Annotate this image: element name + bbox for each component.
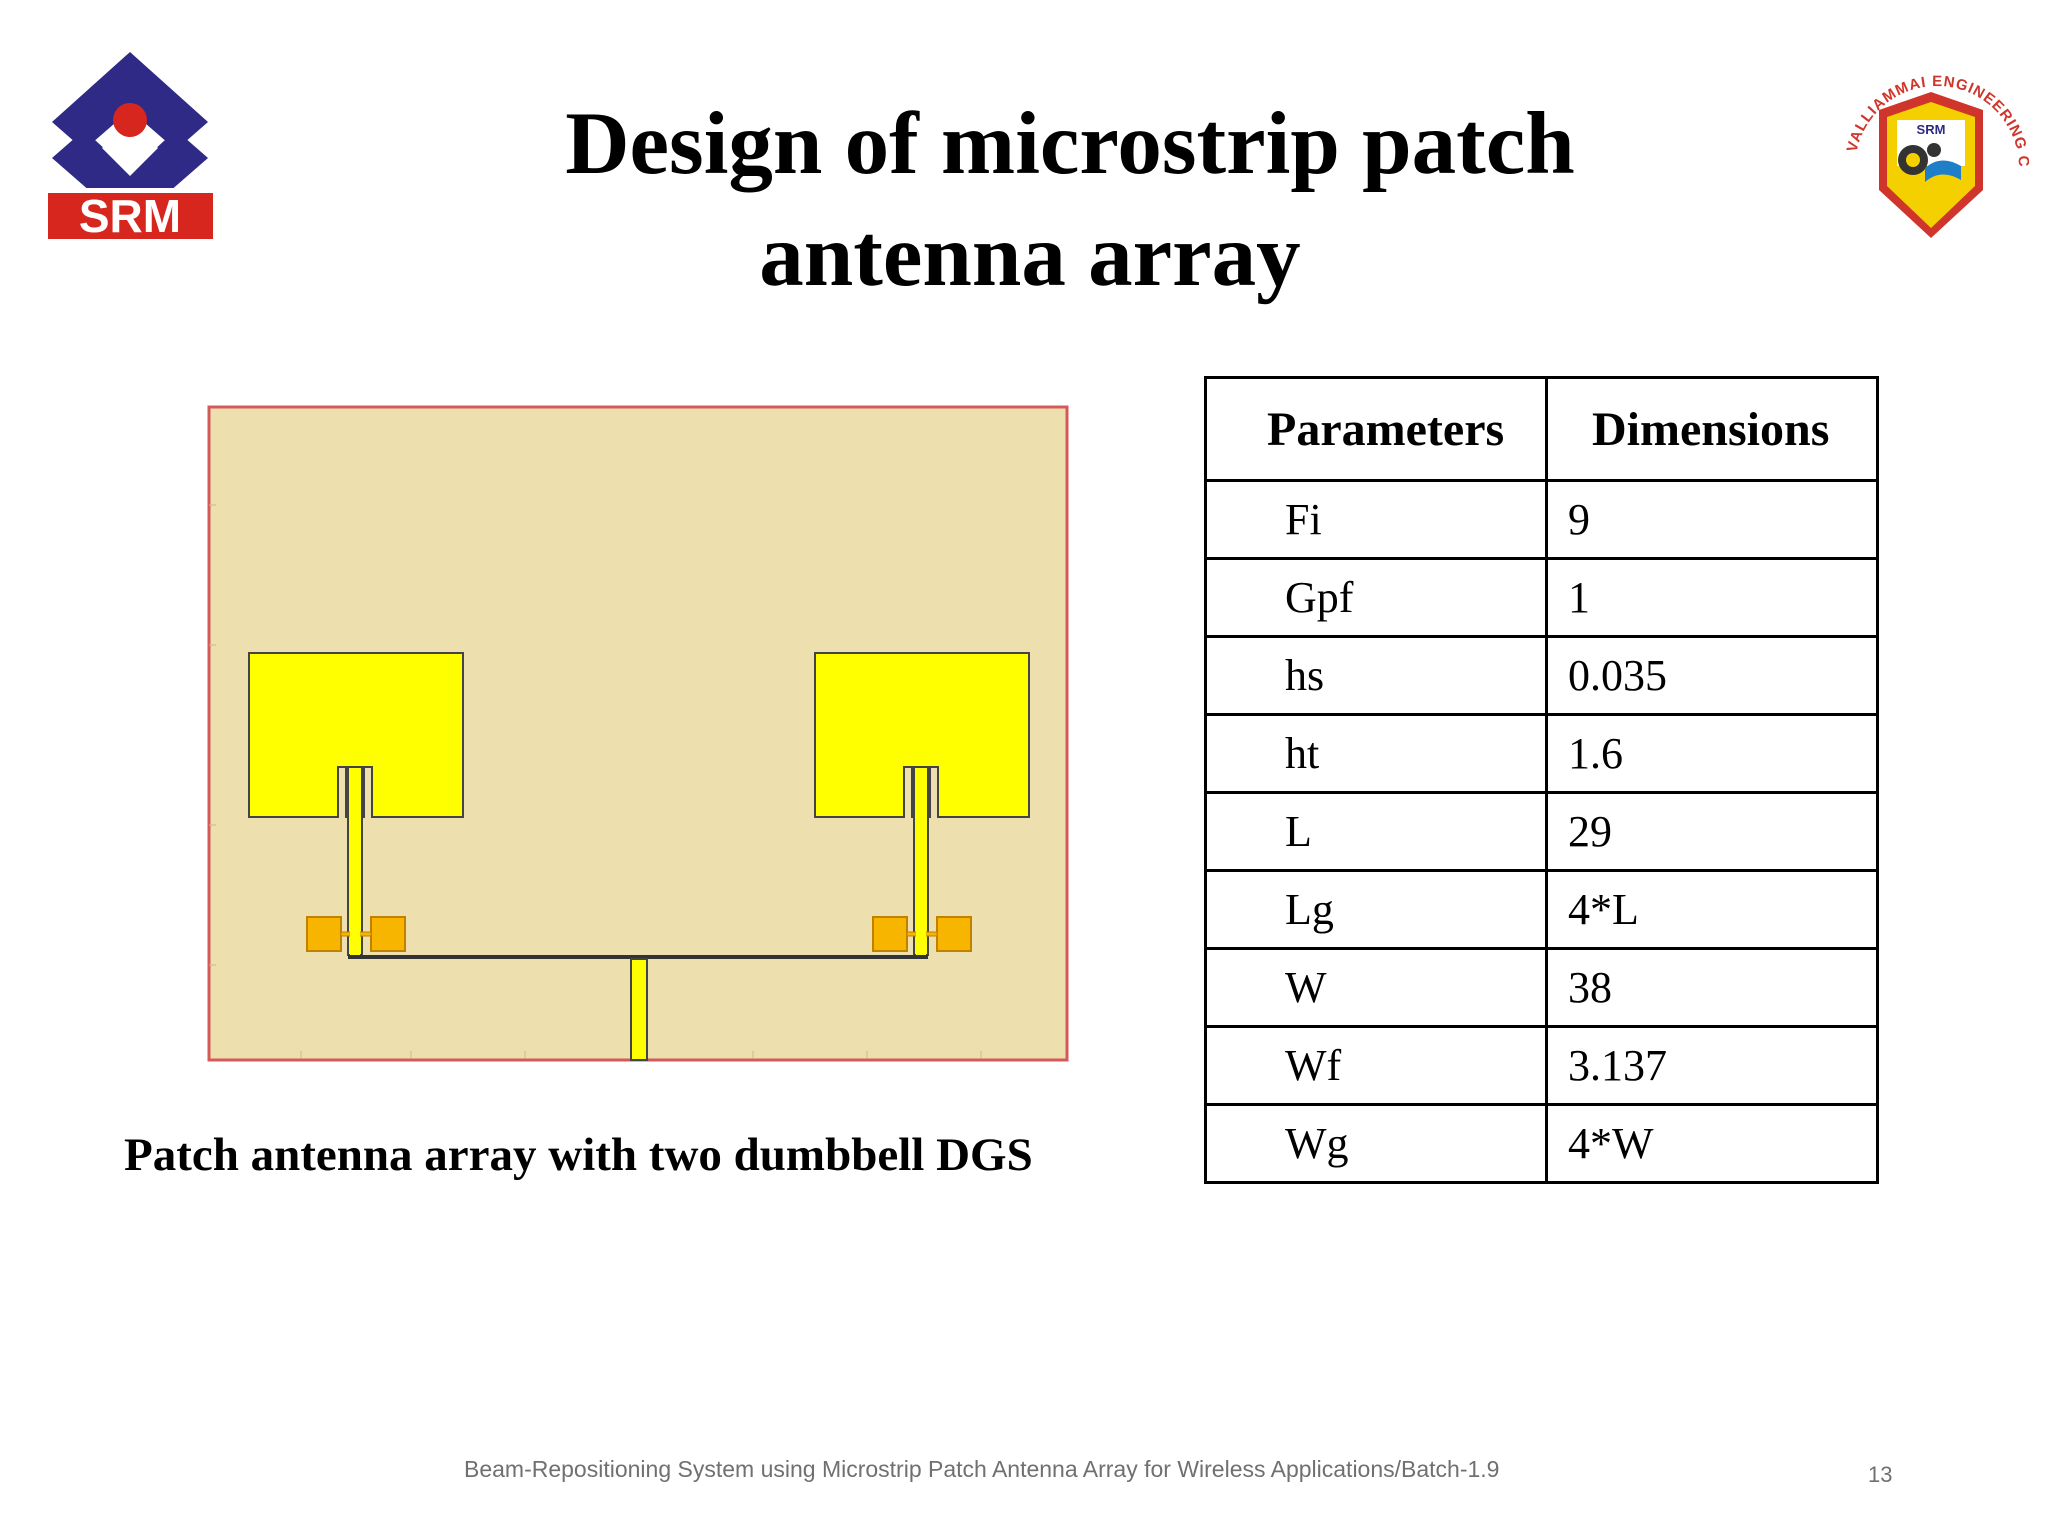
- left-patch: [248, 652, 464, 818]
- table-row: Fi 9: [1204, 479, 1879, 560]
- table-row: W 38: [1204, 947, 1879, 1028]
- dimension-cell: 4*W: [1545, 1103, 1879, 1184]
- dimension-cell: 1: [1545, 557, 1879, 638]
- parameter-cell: L: [1204, 791, 1548, 872]
- page-number: 13: [1868, 1462, 1893, 1487]
- dimension-cell: 38: [1545, 947, 1879, 1028]
- parameter-cell: Fi: [1204, 479, 1548, 560]
- column-header-parameters: Parameters: [1204, 376, 1548, 482]
- page-title: Design of microstrip patch antenna array: [420, 88, 1700, 312]
- parameter-cell: Lg: [1204, 869, 1548, 950]
- slide-footer: Beam-Repositioning System using Microstr…: [464, 1456, 1500, 1482]
- table-row: L 29: [1204, 791, 1879, 872]
- table-row: Gpf 1: [1204, 557, 1879, 638]
- parameter-cell: ht: [1204, 713, 1548, 794]
- title-line-2: antenna array: [759, 207, 1301, 305]
- left-dumbbell-dgs: [306, 916, 406, 952]
- parameter-cell: Gpf: [1204, 557, 1548, 638]
- main-feed-line: [630, 958, 648, 1061]
- dimension-cell: 0.035: [1545, 635, 1879, 716]
- table-row: hs 0.035: [1204, 635, 1879, 716]
- dimension-cell: 9: [1545, 479, 1879, 560]
- dimension-cell: 3.137: [1545, 1025, 1879, 1106]
- parameter-cell: W: [1204, 947, 1548, 1028]
- parameter-cell: Wf: [1204, 1025, 1548, 1106]
- table-row: Wf 3.137: [1204, 1025, 1879, 1106]
- column-header-dimensions: Dimensions: [1545, 376, 1879, 482]
- table-row: Wg 4*W: [1204, 1103, 1879, 1184]
- table-header-row: Parameters Dimensions: [1204, 376, 1879, 482]
- college-logo: VALLIAMMAI ENGINEERING COLLEGE SRM: [1833, 48, 2029, 238]
- figure-caption: Patch antenna array with two dumbbell DG…: [124, 1129, 1033, 1181]
- right-patch: [814, 652, 1030, 818]
- dimension-cell: 29: [1545, 791, 1879, 872]
- right-dumbbell-dgs: [872, 916, 972, 952]
- antenna-array-figure: [207, 405, 1069, 1062]
- dimension-cell: 1.6: [1545, 713, 1879, 794]
- college-badge-text: SRM: [1917, 122, 1946, 137]
- dimension-cell: 4*L: [1545, 869, 1879, 950]
- srm-logo-text: SRM: [79, 190, 181, 242]
- parameter-cell: hs: [1204, 635, 1548, 716]
- title-line-1: Design of microstrip patch: [565, 95, 1575, 193]
- parameter-cell: Wg: [1204, 1103, 1548, 1184]
- parameters-table: Parameters Dimensions Fi 9 Gpf 1 hs 0.03…: [1204, 376, 1879, 1184]
- srm-logo: SRM: [48, 52, 213, 242]
- corporate-feed: [348, 955, 928, 959]
- table-row: ht 1.6: [1204, 713, 1879, 794]
- table-row: Lg 4*L: [1204, 869, 1879, 950]
